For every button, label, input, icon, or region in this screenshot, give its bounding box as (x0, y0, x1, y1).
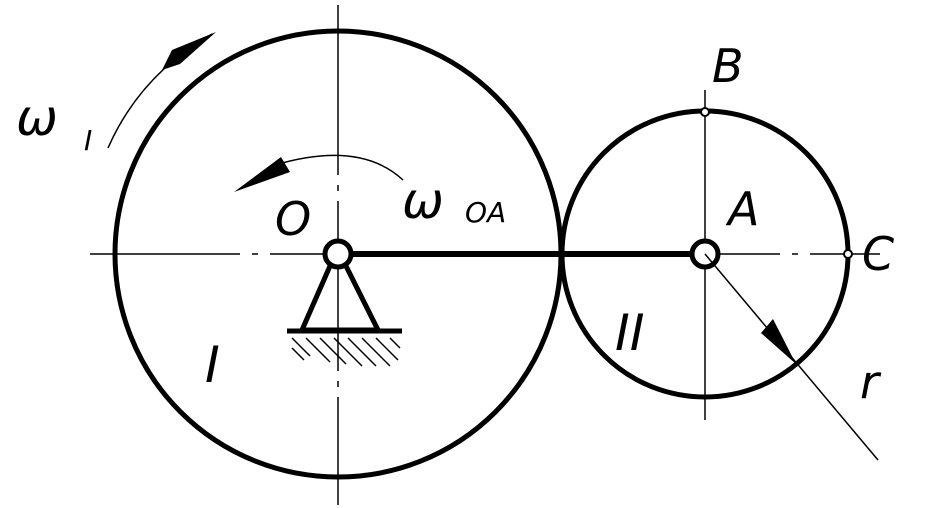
omega-oa-arrowhead (234, 157, 290, 192)
omega-oa-index: OA (465, 196, 506, 229)
omega1-arrow (107, 32, 216, 149)
omega-oa-arrow (234, 154, 404, 192)
omega-oa-symbol: ω (402, 172, 444, 230)
omega1-symbol: ω (16, 89, 58, 147)
ground-hatching (291, 337, 401, 367)
point-a-label: A (725, 182, 759, 236)
hinge-o (322, 238, 354, 270)
point-o-label: O (275, 192, 311, 246)
omega1-arc (107, 33, 213, 149)
point-b-label: B (712, 39, 744, 93)
fixed-support (287, 264, 402, 367)
point-b-dot (700, 107, 710, 117)
gear-two-label: II (615, 304, 645, 362)
radius-arrowhead (761, 319, 796, 364)
point-c-label: C (862, 227, 894, 281)
radius-label: r (860, 355, 882, 409)
omega1-index: I (84, 124, 92, 157)
point-c-dot (843, 249, 853, 259)
support-triangle (298, 264, 383, 333)
gear-one-label: I (205, 336, 220, 394)
omega-oa-arc (274, 154, 404, 181)
omega1-arrowhead (162, 32, 216, 70)
